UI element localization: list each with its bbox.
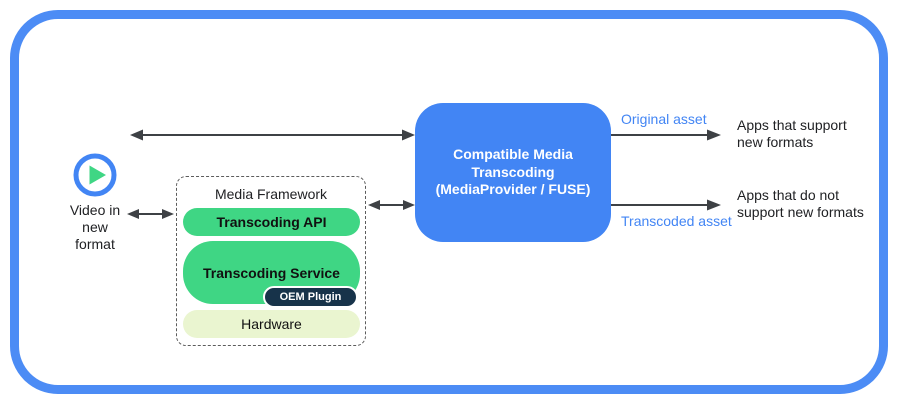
arrow-framework-to-transcoder	[368, 200, 415, 210]
arrow-video-to-framework	[127, 209, 174, 219]
transcoder-title-line: Transcoding	[471, 163, 555, 180]
transcoder-title-line: (MediaProvider / FUSE)	[435, 181, 591, 198]
media-framework-title: Media Framework	[214, 186, 328, 202]
transcoding-service-layer: Transcoding Service OEM Plugin	[183, 241, 360, 308]
video-source-label-line: Video in	[69, 202, 121, 218]
play-icon	[73, 153, 117, 197]
arrow-video-to-transcoder	[130, 129, 415, 141]
hardware-layer: Hardware	[183, 310, 360, 338]
arrow-transcoded-asset	[611, 199, 721, 211]
apps-support-line: Apps that support	[737, 117, 847, 133]
transcoded-asset-label: Transcoded asset	[621, 213, 732, 229]
video-source-label-line: format	[75, 236, 115, 252]
apps-support-line: new formats	[737, 134, 814, 150]
transcoder-title-line: Compatible Media	[453, 146, 573, 163]
apps-no-support-line: Apps that do not	[737, 187, 839, 203]
video-source-label: Video in new format	[50, 202, 140, 253]
apps-support-label: Apps that support new formats	[737, 117, 847, 151]
video-source-label-line: new	[82, 219, 108, 235]
compatible-media-transcoding-box: Compatible Media Transcoding (MediaProvi…	[415, 103, 611, 242]
arrow-original-asset	[611, 129, 721, 141]
outer-frame	[10, 10, 888, 394]
oem-plugin-badge: OEM Plugin	[263, 286, 358, 308]
media-framework-box: Media Framework Transcoding API Transcod…	[176, 176, 366, 346]
transcoding-api-layer: Transcoding API	[183, 208, 360, 236]
transcoding-service-label: Transcoding Service	[203, 264, 340, 281]
apps-no-support-line: support new formats	[737, 204, 864, 220]
original-asset-label: Original asset	[621, 111, 707, 127]
apps-no-support-label: Apps that do not support new formats	[737, 187, 864, 221]
